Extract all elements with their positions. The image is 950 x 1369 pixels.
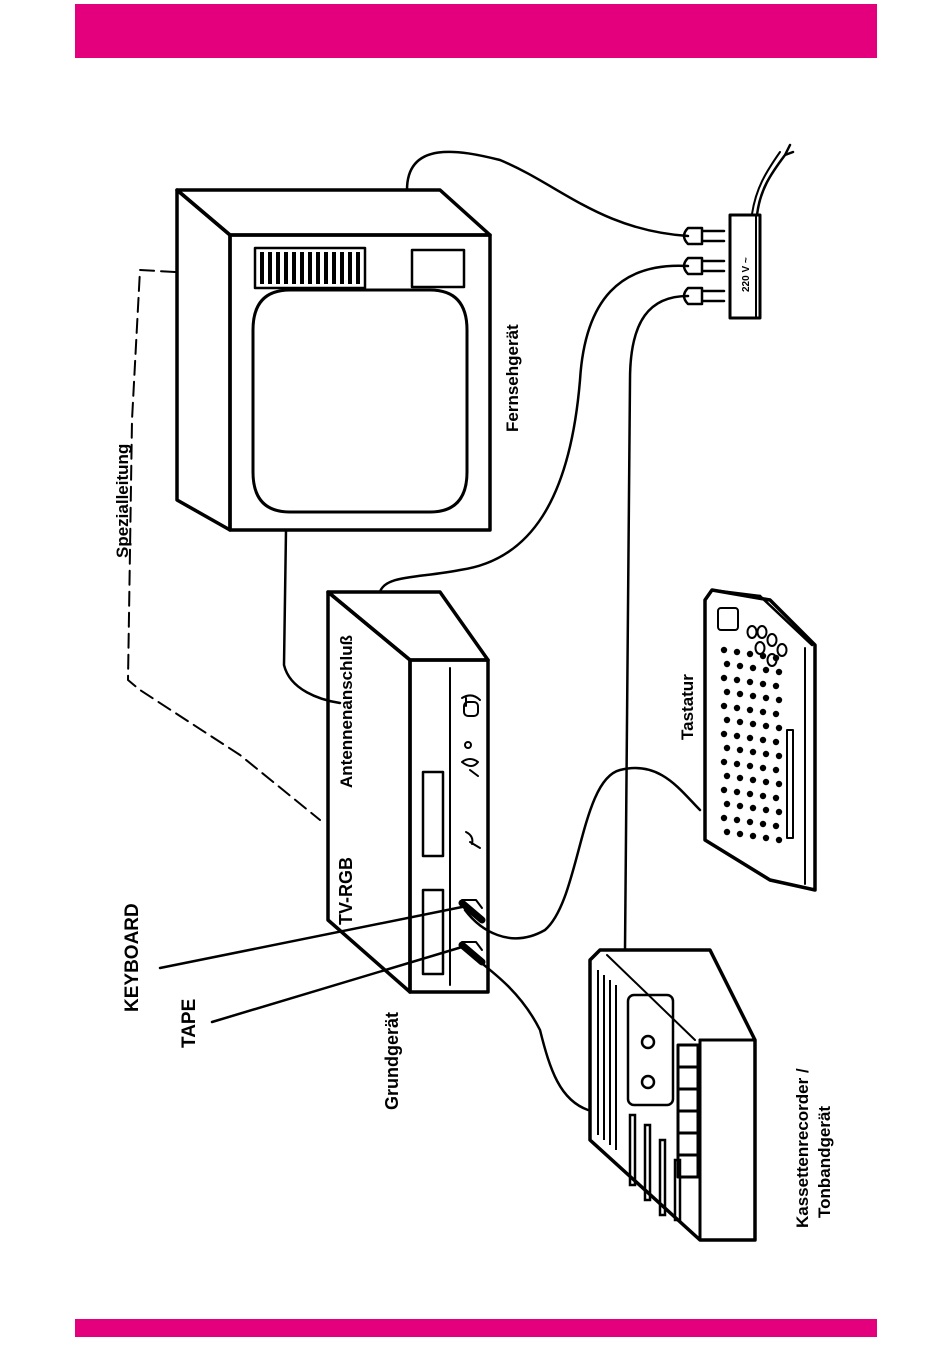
keyboard-unit — [705, 590, 815, 890]
keyboard-key — [724, 689, 730, 695]
keyboard-key — [750, 721, 756, 727]
keyboard-key — [721, 647, 727, 653]
label-power-strip: 220 V ~ — [741, 257, 752, 292]
keyboard-key — [724, 801, 730, 807]
keyboard-key — [773, 823, 779, 829]
keyboard-key — [773, 795, 779, 801]
keyboard-key — [737, 747, 743, 753]
label-grundgeraet: Grundgerät — [382, 1012, 402, 1110]
keyboard-key — [750, 693, 756, 699]
keyboard-key — [760, 793, 766, 799]
keyboard-key — [750, 665, 756, 671]
label-keyboard: KEYBOARD — [122, 903, 143, 1012]
power-plugs — [684, 228, 724, 304]
keyboard-key — [750, 805, 756, 811]
keyboard-key — [773, 711, 779, 717]
keyboard-key — [763, 695, 769, 701]
keyboard-key — [747, 651, 753, 657]
keyboard-key — [724, 829, 730, 835]
keyboard-key — [724, 661, 730, 667]
keyboard-key — [724, 745, 730, 751]
keyboard-key — [734, 733, 740, 739]
keyboard-key — [737, 691, 743, 697]
keyboard-key — [776, 809, 782, 815]
keyboard-key — [734, 817, 740, 823]
keyboard-key — [724, 717, 730, 723]
keyboard-key — [747, 707, 753, 713]
keyboard-key — [760, 709, 766, 715]
keyboard-key — [776, 781, 782, 787]
keyboard-key — [763, 751, 769, 757]
keyboard-function-key — [756, 642, 765, 654]
cassette-recorder — [590, 950, 755, 1240]
keyboard-key — [776, 669, 782, 675]
keyboard-key — [734, 649, 740, 655]
label-antennenanschluss: Antennenanschluß — [337, 635, 356, 788]
keyboard-key — [760, 681, 766, 687]
keyboard-key — [721, 759, 727, 765]
keyboard-key — [776, 697, 782, 703]
keyboard-key — [737, 775, 743, 781]
keyboard-key — [747, 735, 753, 741]
keyboard-key — [763, 723, 769, 729]
label-kassettenrecorder-line2: Tonbandgerät — [815, 1106, 834, 1218]
keyboard-key — [747, 791, 753, 797]
keyboard-key — [734, 761, 740, 767]
keyboard-function-key — [758, 626, 767, 638]
label-tastatur: Tastatur — [678, 674, 697, 740]
keyboard-key — [721, 675, 727, 681]
television — [177, 190, 490, 530]
keyboard-key — [721, 787, 727, 793]
keyboard-key — [737, 663, 743, 669]
keyboard-key — [724, 773, 730, 779]
keyboard-key — [750, 777, 756, 783]
keyboard-key — [750, 749, 756, 755]
label-tape: TAPE — [179, 999, 200, 1048]
keyboard-key — [734, 789, 740, 795]
keyboard-key — [760, 821, 766, 827]
keyboard-key — [763, 807, 769, 813]
keyboard-key — [760, 737, 766, 743]
keyboard-key — [737, 803, 743, 809]
keyboard-key — [734, 677, 740, 683]
keyboard-key — [737, 719, 743, 725]
label-fernsehgeraet: Fernsehgerät — [503, 324, 522, 432]
speaker-grille — [262, 252, 358, 284]
keyboard-keys — [721, 626, 787, 843]
keyboard-key — [773, 767, 779, 773]
special-cable-dashed — [128, 270, 320, 820]
keyboard-function-key — [748, 626, 757, 638]
keyboard-key — [750, 833, 756, 839]
keyboard-key — [721, 703, 727, 709]
label-kassettenrecorder-line1: Kassettenrecorder / — [793, 1068, 812, 1228]
port-pointers — [160, 907, 462, 1022]
keyboard-key — [737, 831, 743, 837]
keyboard-function-key — [778, 644, 787, 656]
keyboard-key — [721, 731, 727, 737]
keyboard-key — [747, 679, 753, 685]
label-tv-rgb: TV-RGB — [336, 857, 356, 925]
keyboard-key — [763, 835, 769, 841]
keyboard-function-key — [768, 634, 777, 646]
keyboard-key — [763, 779, 769, 785]
keyboard-key — [760, 765, 766, 771]
keyboard-key — [773, 739, 779, 745]
keyboard-key — [721, 815, 727, 821]
cables — [284, 152, 700, 1110]
keyboard-key — [747, 819, 753, 825]
keyboard-key — [763, 667, 769, 673]
keyboard-key — [734, 705, 740, 711]
label-spezialleitung: Spezialleitung — [113, 444, 132, 558]
keyboard-key — [776, 837, 782, 843]
keyboard-key — [776, 753, 782, 759]
keyboard-key — [773, 683, 779, 689]
keyboard-key — [776, 725, 782, 731]
keyboard-key — [747, 763, 753, 769]
power-strip — [730, 145, 793, 318]
